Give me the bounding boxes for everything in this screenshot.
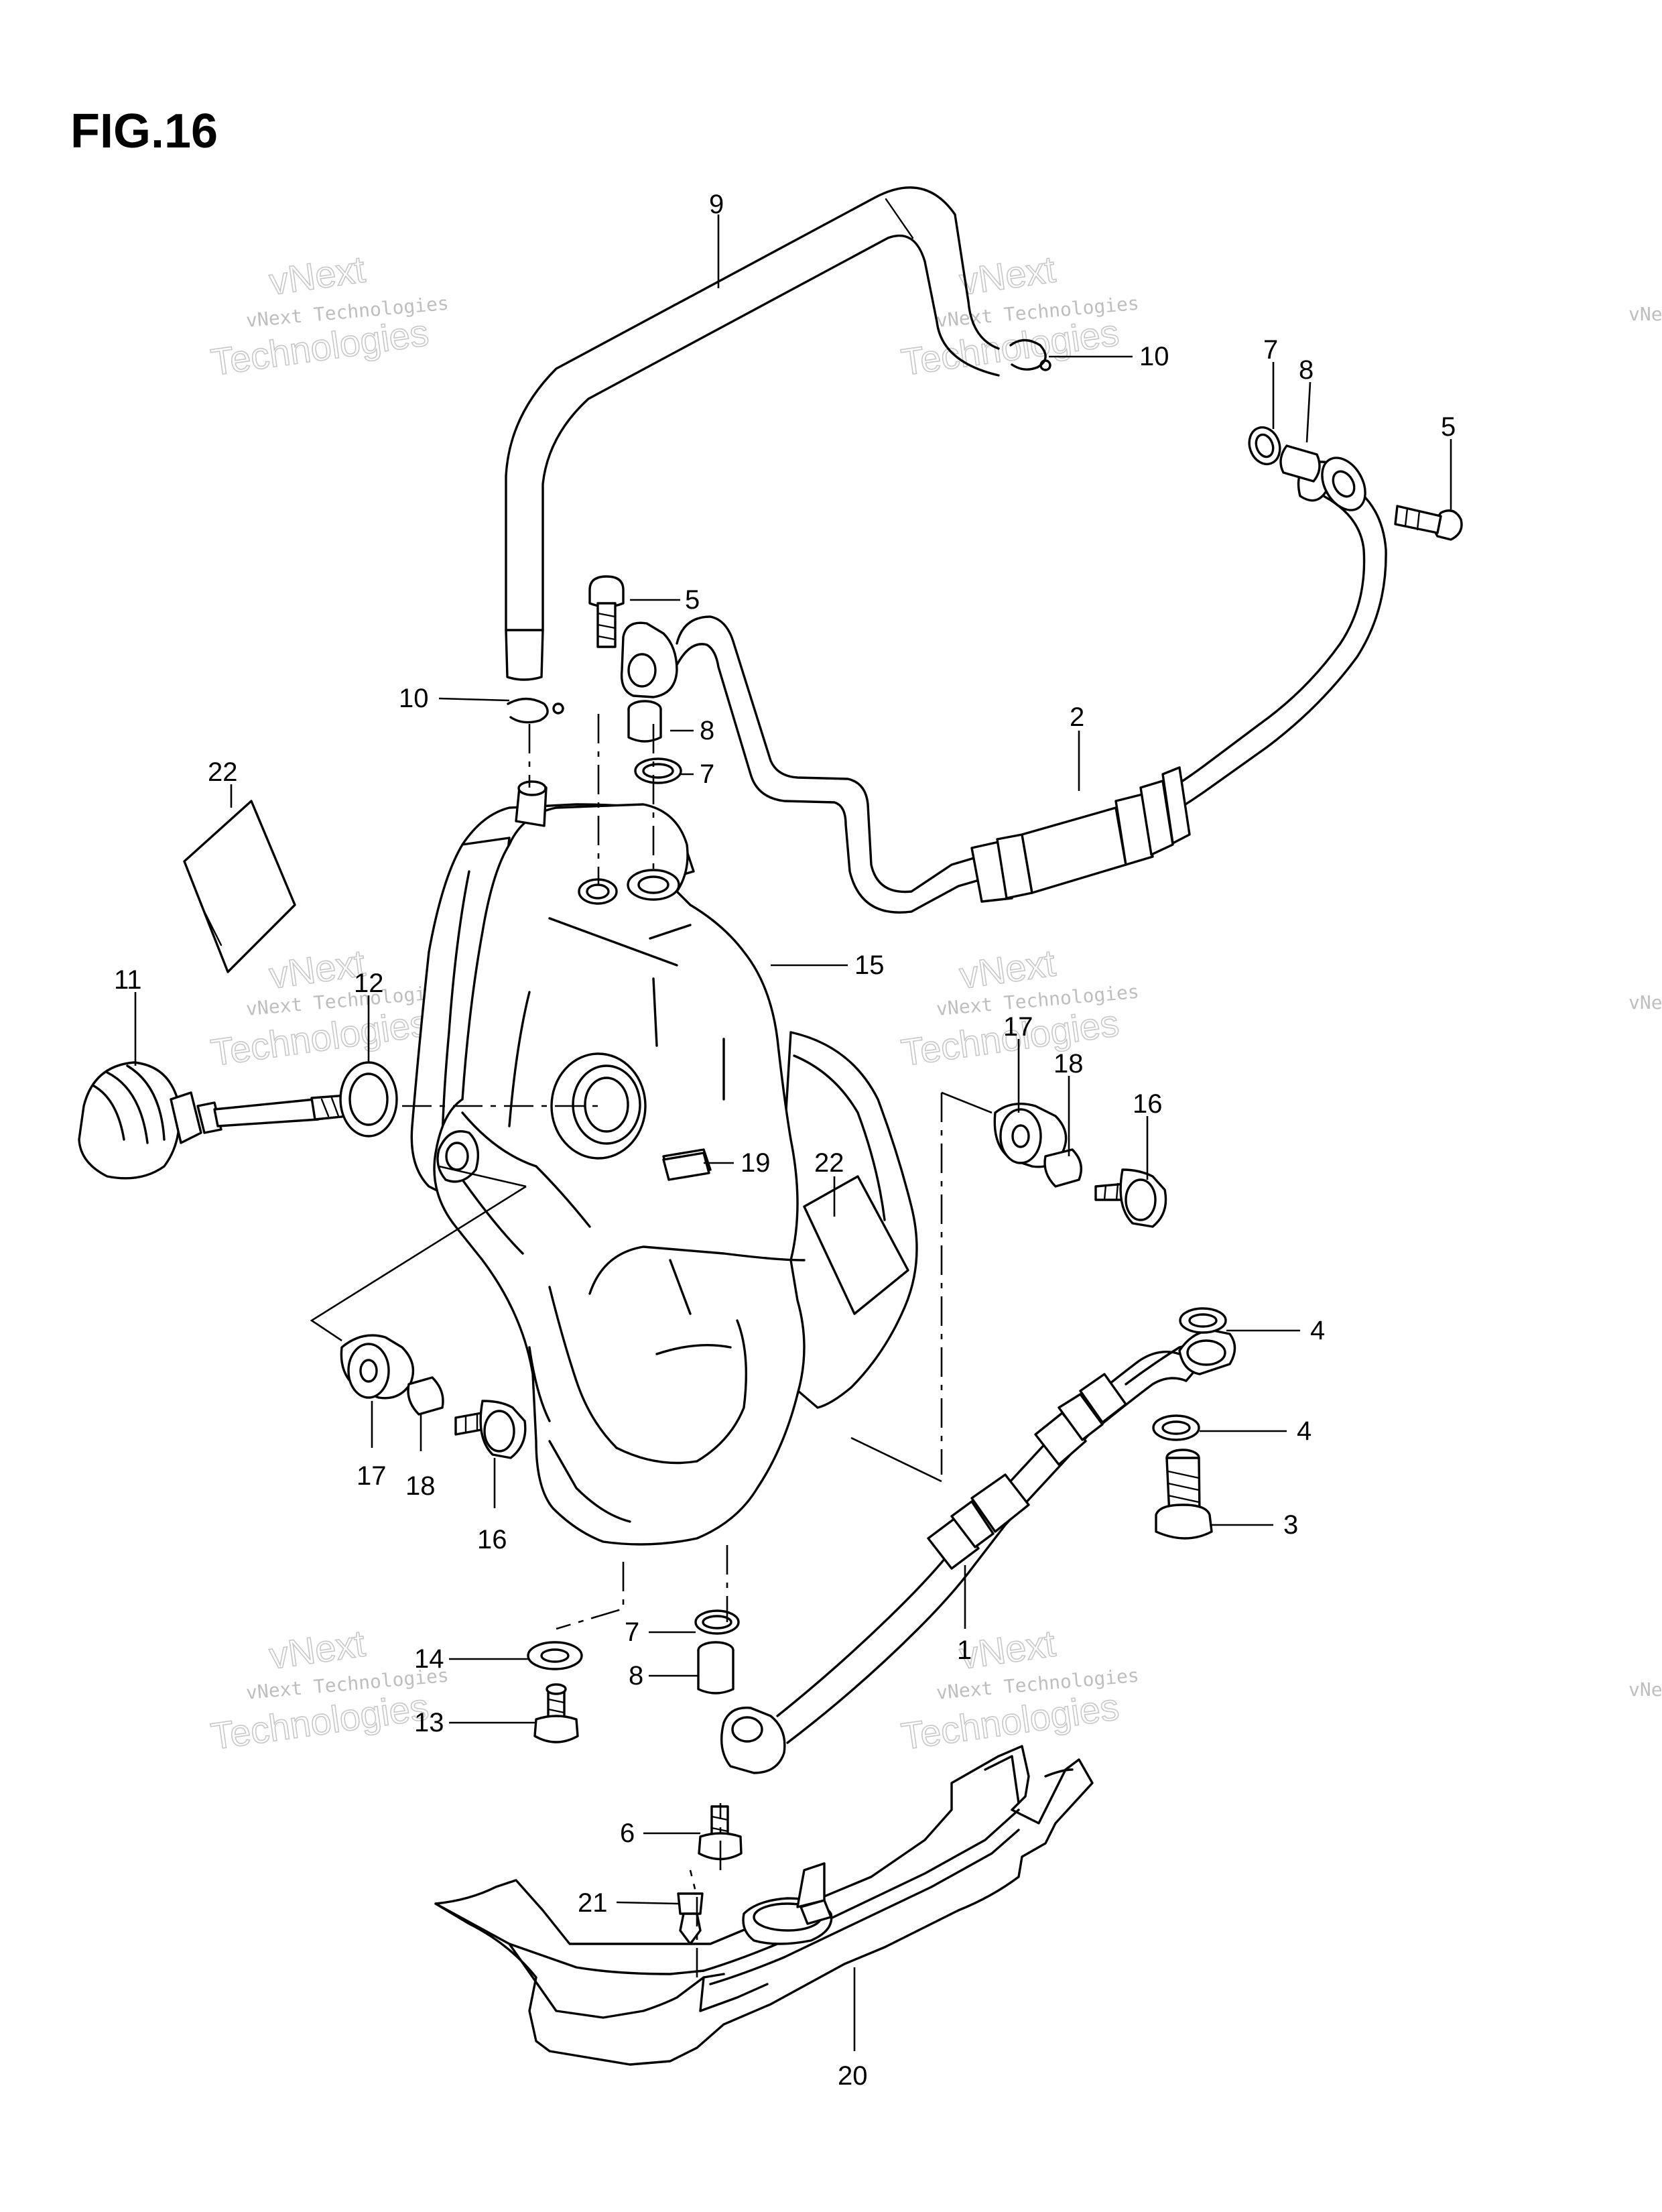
info-label-part [662,1152,710,1181]
washer-part [527,1641,583,1670]
watermark-logo: vNext [267,1622,368,1677]
mounting-bracket-outline [310,1091,993,1483]
callout-14: 14 [414,1644,444,1674]
bolt-part [588,505,1463,648]
callout-19: 19 [741,1148,771,1178]
callout-18: 18 [405,1471,436,1501]
callout-15: 15 [854,950,885,980]
callout-12: 12 [354,969,384,998]
fuel-tank-part [410,780,918,1546]
bolt-part [454,1168,1167,1459]
fuel-cap-part [78,1061,370,1180]
callout-numbers: 9 10 7 8 5 5 10 8 7 2 22 11 12 15 19 22 … [114,190,1456,2091]
callout-7: 7 [700,759,714,789]
assembly-guide-lines [402,714,943,1977]
callout-5: 5 [1441,412,1456,442]
watermark-text: vNext Technologies [1628,991,1662,1013]
callout-11: 11 [114,965,142,995]
callout-16: 16 [1133,1089,1163,1119]
callout-7: 7 [1263,335,1278,365]
callout-2: 2 [1070,702,1084,732]
callout-3: 3 [1283,1510,1298,1540]
gasket-part [339,1061,398,1138]
callout-18: 18 [1053,1049,1084,1079]
callout-1: 1 [957,1636,972,1665]
callout-7: 7 [625,1617,639,1647]
callout-20: 20 [838,2061,868,2091]
callout-8: 8 [629,1661,643,1691]
callout-17: 17 [1003,1012,1033,1042]
callout-10: 10 [399,684,429,713]
callout-10: 10 [1139,342,1169,371]
watermark-logo: vNext [957,1622,1058,1677]
callout-13: 13 [414,1708,444,1737]
caution-label-part [183,800,296,973]
figure-title: FIG.16 [70,105,218,158]
callout-22: 22 [814,1148,844,1178]
washer-part [1152,1307,1227,1441]
callout-6: 6 [620,1819,635,1848]
callout-22: 22 [208,757,238,787]
callout-8: 8 [700,716,714,745]
callout-17: 17 [357,1461,387,1491]
callout-5: 5 [685,585,700,615]
callout-4: 4 [1310,1316,1325,1345]
callout-9: 9 [709,190,724,219]
callout-leaders [134,214,1452,2051]
breather-hose-part [505,186,1000,681]
fuel-hose-lower-part [720,1329,1236,1774]
watermark-text: vNext Technologies [1628,1678,1662,1701]
hose-clip-part [507,339,1051,724]
callout-4: 4 [1297,1416,1312,1446]
push-clip-part [677,1892,704,1945]
callout-8: 8 [1299,355,1314,385]
watermark-logo: vNext [957,248,1058,303]
collar-part [627,444,1321,1695]
watermark-text: vNext Technologies [1628,303,1662,325]
callout-21: 21 [578,1888,608,1918]
spacer-part [407,1148,1082,1416]
under-cover-part [434,1745,1094,2066]
callout-16: 16 [477,1525,507,1554]
fuel-hose-upper-part [620,456,1387,914]
watermark-logo: vNext [267,248,368,303]
bolt-part [533,1683,743,1861]
o-ring-part [634,426,1281,1635]
union-bolt-part [1155,1449,1213,1540]
